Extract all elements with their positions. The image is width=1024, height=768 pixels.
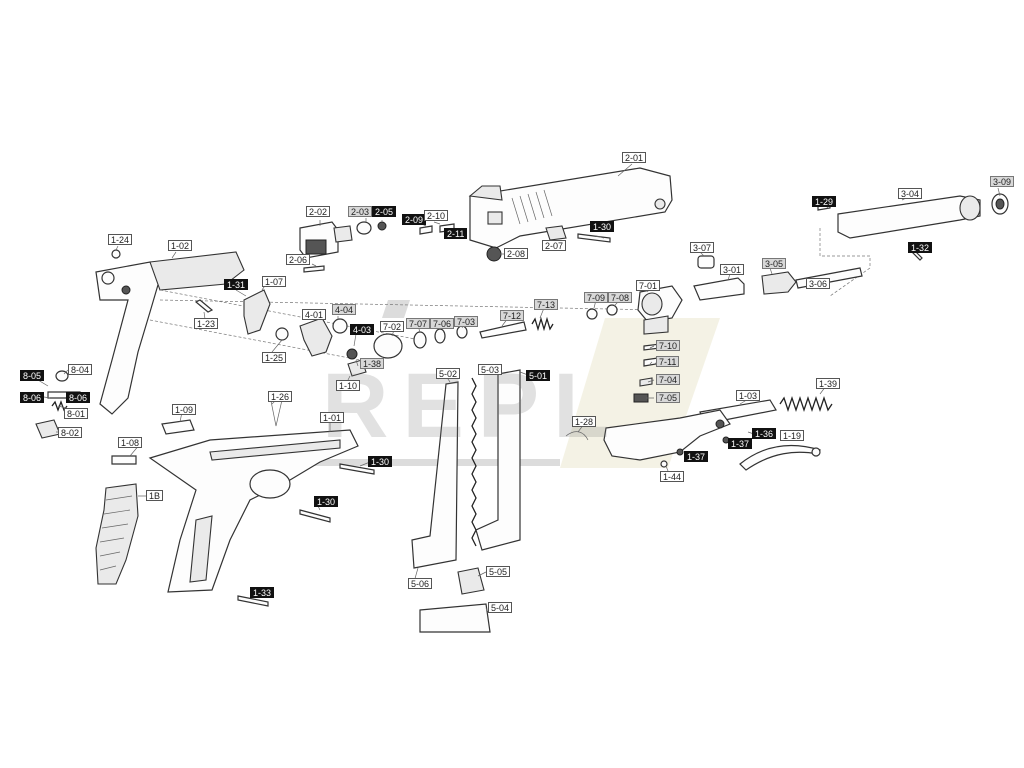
part-label-5-05: 5-05 bbox=[486, 566, 511, 577]
part-label-4-01: 4-01 bbox=[302, 309, 327, 320]
part-label-2-11: 2-11 bbox=[444, 228, 468, 239]
part-label-1-02: 1-02 bbox=[168, 240, 193, 251]
part-label-2-10: 2-10 bbox=[424, 210, 449, 221]
part-label-1-32: 1-32 bbox=[908, 242, 933, 253]
slide bbox=[468, 167, 673, 249]
part-label-5-06: 5-06 bbox=[408, 578, 433, 589]
rear-sight-assembly bbox=[299, 221, 387, 273]
part-label-2-08: 2-08 bbox=[504, 248, 529, 259]
part-label-1B: 1B bbox=[146, 490, 164, 501]
part-label-2-06: 2-06 bbox=[286, 254, 311, 265]
part-label-1-37: 1-37 bbox=[684, 451, 709, 462]
chassis bbox=[95, 249, 661, 415]
part-label-1-07: 1-07 bbox=[262, 276, 287, 287]
part-label-7-11: 7-11 bbox=[656, 356, 680, 367]
part-label-3-09: 3-09 bbox=[990, 176, 1015, 187]
part-label-2-03: 2-03 bbox=[348, 206, 373, 217]
part-label-1-29: 1-29 bbox=[812, 196, 837, 207]
part-label-2-02: 2-02 bbox=[306, 206, 331, 217]
part-label-7-05: 7-05 bbox=[656, 392, 681, 403]
part-label-8-04: 8-04 bbox=[68, 364, 93, 375]
part-label-1-03: 1-03 bbox=[736, 390, 761, 401]
part-label-3-05: 3-05 bbox=[762, 258, 787, 269]
fire-control-parts bbox=[194, 289, 618, 377]
part-label-7-03: 7-03 bbox=[454, 316, 479, 327]
part-label-7-08: 7-08 bbox=[608, 292, 633, 303]
part-label-3-06: 3-06 bbox=[806, 278, 831, 289]
trigger-mechanism bbox=[565, 395, 833, 471]
part-label-1-30: 1-30 bbox=[314, 496, 339, 507]
part-label-8-06: 8-06 bbox=[66, 392, 91, 403]
part-label-8-02: 8-02 bbox=[58, 427, 83, 438]
part-label-7-01: 7-01 bbox=[636, 280, 661, 291]
lower-frame bbox=[148, 429, 359, 593]
part-label-1-23: 1-23 bbox=[194, 318, 219, 329]
part-label-3-04: 3-04 bbox=[898, 188, 923, 199]
part-label-7-12: 7-12 bbox=[500, 310, 525, 321]
part-label-1-33: 1-33 bbox=[250, 587, 275, 598]
part-label-2-07: 2-07 bbox=[542, 240, 567, 251]
part-label-7-13: 7-13 bbox=[534, 299, 559, 310]
part-label-8-06: 8-06 bbox=[20, 392, 45, 403]
part-label-3-01: 3-01 bbox=[720, 264, 745, 275]
part-label-1-44: 1-44 bbox=[660, 471, 685, 482]
part-label-1-25: 1-25 bbox=[262, 352, 287, 363]
part-label-7-09: 7-09 bbox=[584, 292, 609, 303]
part-label-1-38: 1-38 bbox=[360, 358, 385, 369]
part-label-1-08: 1-08 bbox=[118, 437, 143, 448]
part-label-1-24: 1-24 bbox=[108, 234, 133, 245]
part-label-8-01: 8-01 bbox=[64, 408, 89, 419]
part-label-1-36: 1-36 bbox=[752, 428, 777, 439]
part-label-5-03: 5-03 bbox=[478, 364, 503, 375]
part-label-1-31: 1-31 bbox=[224, 279, 249, 290]
part-label-1-19: 1-19 bbox=[780, 430, 805, 441]
part-label-1-01: 1-01 bbox=[320, 412, 345, 423]
part-label-2-05: 2-05 bbox=[372, 206, 397, 217]
frame-pins bbox=[111, 395, 375, 607]
part-label-7-10: 7-10 bbox=[656, 340, 681, 351]
part-label-5-02: 5-02 bbox=[436, 368, 461, 379]
magazine-catch-parts bbox=[35, 370, 81, 439]
part-label-1-30: 1-30 bbox=[590, 221, 615, 232]
part-label-5-04: 5-04 bbox=[488, 602, 513, 613]
part-label-1-37: 1-37 bbox=[728, 438, 753, 449]
part-label-1-30: 1-30 bbox=[368, 456, 393, 467]
magazine-parts bbox=[411, 369, 521, 633]
part-label-1-09: 1-09 bbox=[172, 404, 197, 415]
part-label-2-01: 2-01 bbox=[622, 152, 647, 163]
part-label-7-06: 7-06 bbox=[430, 318, 455, 329]
part-label-7-02: 7-02 bbox=[380, 321, 405, 332]
part-label-5-01: 5-01 bbox=[526, 370, 551, 381]
part-label-8-05: 8-05 bbox=[20, 370, 45, 381]
part-label-1-26: 1-26 bbox=[268, 391, 293, 402]
part-label-1-10: 1-10 bbox=[336, 380, 361, 391]
part-label-3-07: 3-07 bbox=[690, 242, 715, 253]
part-label-7-07: 7-07 bbox=[406, 318, 431, 329]
part-label-2-09: 2-09 bbox=[402, 214, 427, 225]
grip-panel bbox=[95, 483, 139, 585]
part-label-1-28: 1-28 bbox=[572, 416, 597, 427]
part-label-4-03: 4-03 bbox=[350, 324, 375, 335]
part-label-7-04: 7-04 bbox=[656, 374, 681, 385]
part-label-1-39: 1-39 bbox=[816, 378, 841, 389]
part-label-4-04: 4-04 bbox=[332, 304, 357, 315]
hop-chamber-block bbox=[633, 285, 683, 403]
watermark-text: REPL bbox=[322, 355, 624, 457]
